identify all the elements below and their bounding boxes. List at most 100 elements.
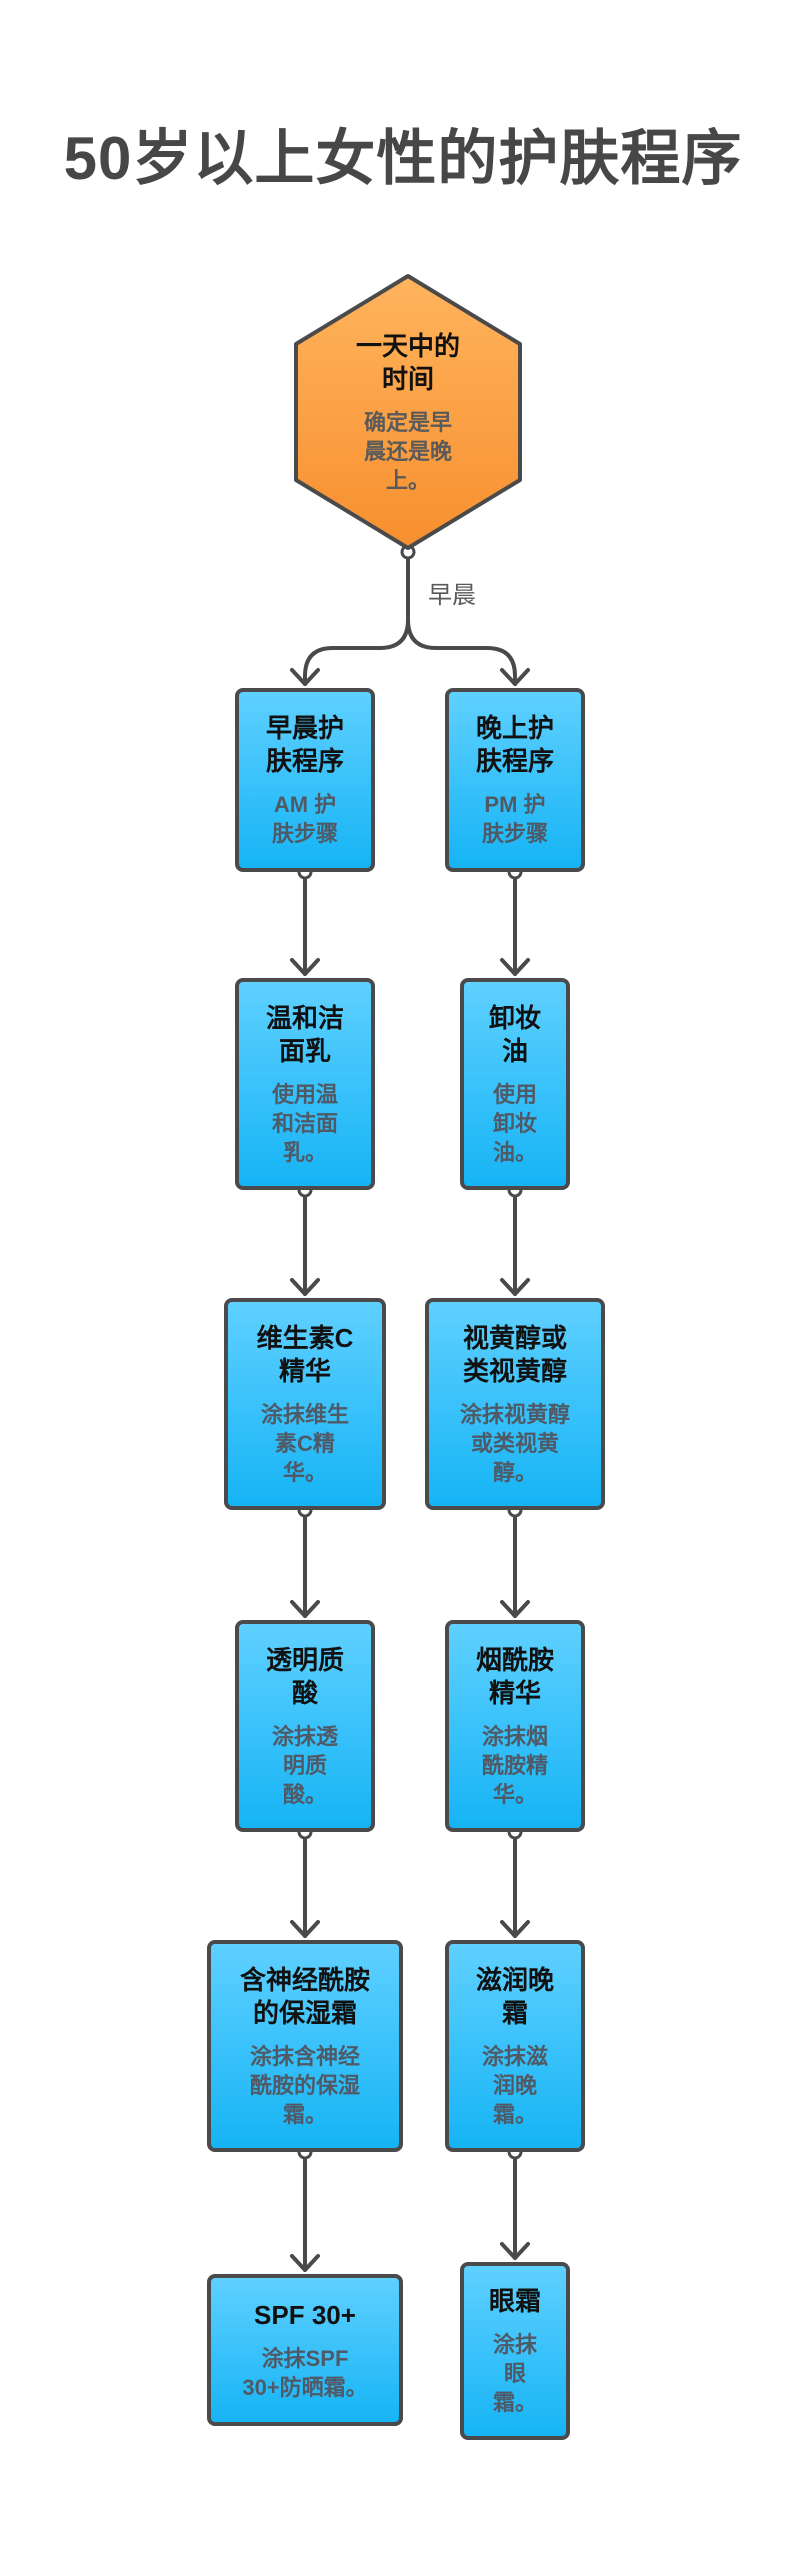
- step-title-line: 酸: [291, 1677, 318, 1708]
- step-title: 温和洁面乳: [266, 1002, 344, 1068]
- arrow-head: [500, 1920, 530, 1938]
- step-title-line: 油: [501, 1035, 528, 1066]
- step-desc-line: 肤步骤: [271, 821, 338, 846]
- pm-step-node[interactable]: 烟酰胺精华涂抹烟酰胺精华。: [445, 1620, 585, 1832]
- arrow-head: [500, 1278, 530, 1296]
- arrow-head: [290, 1600, 320, 1618]
- step-desc-line: 肤步骤: [481, 821, 548, 846]
- step-title-line: 维生素C: [256, 1322, 354, 1353]
- step-desc-line: 涂抹透: [271, 1723, 338, 1749]
- step-desc-line: 涂抹烟: [481, 1723, 548, 1749]
- step-desc-line: 使用温: [271, 1081, 338, 1107]
- am-step-node[interactable]: 含神经酰胺的保湿霜涂抹含神经酰胺的保湿霜。: [207, 1940, 403, 2152]
- step-desc-line: 使用: [492, 1081, 537, 1107]
- step-title: 卸妆油: [489, 1002, 541, 1068]
- step-title-line: SPF 30+: [254, 2299, 356, 2330]
- step-title-line: 肤程序: [475, 746, 554, 776]
- arrow-head: [290, 668, 320, 686]
- step-description: 使用温和洁面乳。: [272, 1080, 338, 1167]
- step-desc-line: 华。: [282, 1459, 327, 1485]
- connector-root-pm: [406, 618, 517, 686]
- step-desc-line: 霜。: [282, 2101, 327, 2127]
- step-title: 含神经酰胺的保湿霜: [240, 1964, 370, 2030]
- step-description: 使用卸妆油。: [493, 1080, 537, 1167]
- step-title: 晚上护肤程序: [476, 712, 554, 778]
- pm-step-node[interactable]: 视黄醇或类视黄醇涂抹视黄醇或类视黄醇。: [425, 1298, 605, 1510]
- step-desc-line: 霜。: [492, 2101, 537, 2127]
- step-desc-line: 和洁面: [271, 1110, 338, 1136]
- step-desc-line: 卸妆: [492, 1110, 537, 1136]
- step-title-line: 类视黄醇: [462, 1355, 567, 1386]
- pm-step-node[interactable]: 眼霜涂抹眼霜。: [460, 2262, 570, 2440]
- step-description: 涂抹视黄醇或类视黄醇。: [460, 1400, 570, 1487]
- step-desc-line: PM 护: [484, 792, 546, 817]
- step-desc-line: 油。: [492, 1139, 537, 1165]
- step-title-line: 早晨护: [265, 713, 344, 743]
- step-title-line: 霜: [501, 1997, 528, 2028]
- arrow-head: [290, 1920, 320, 1938]
- arrow-head: [290, 1278, 320, 1296]
- arrow-head: [500, 1600, 530, 1618]
- step-desc-line: 酸。: [282, 1781, 327, 1807]
- page-title: 50岁以上女性的护肤程序: [63, 125, 743, 192]
- arrow-head: [290, 2254, 320, 2272]
- step-title-line: 卸妆: [488, 1002, 541, 1033]
- am-step-node[interactable]: 透明质酸涂抹透明质酸。: [235, 1620, 375, 1832]
- step-description: 涂抹滋润晚霜。: [482, 2042, 548, 2129]
- step-desc-line: 酰胺的保湿: [249, 2072, 360, 2098]
- step-desc-line: 明质: [282, 1752, 327, 1778]
- step-title-line: 含神经酰胺: [239, 1964, 370, 1995]
- root-desc-line: 晨还是晚: [363, 438, 452, 464]
- pm-step-node[interactable]: 晚上护肤程序 PM 护肤步骤: [445, 688, 585, 872]
- step-desc-line: 涂抹视黄醇: [459, 1401, 570, 1427]
- step-desc-line: 醇。: [492, 1459, 537, 1485]
- step-desc-line: 酰胺精: [481, 1752, 548, 1778]
- root-node-desc: 确定是早 晨还是晚 上。: [364, 408, 452, 495]
- step-title: SPF 30+: [254, 2299, 356, 2332]
- step-description: 涂抹透明质酸。: [272, 1722, 338, 1809]
- root-desc-line: 上。: [385, 467, 430, 493]
- pm-step-node[interactable]: 滋润晚霜涂抹滋润晚霜。: [445, 1940, 585, 2152]
- step-description: AM 护肤步骤: [272, 790, 338, 848]
- root-title-line: 时间: [381, 363, 434, 394]
- step-title-line: 的保湿霜: [252, 1997, 357, 2028]
- step-title-line: 面乳: [278, 1035, 331, 1066]
- arrow-head: [290, 958, 320, 976]
- step-title-line: 精华: [278, 1355, 331, 1386]
- edge-label-morning: 早晨: [428, 582, 476, 609]
- step-description: 涂抹维生素C精华。: [261, 1400, 349, 1487]
- connector-root-am: [303, 550, 410, 686]
- step-description: 涂抹烟酰胺精华。: [482, 1722, 548, 1809]
- step-desc-line: 素C精: [275, 1430, 335, 1456]
- step-title: 眼霜: [489, 2285, 541, 2318]
- step-desc-line: 霜。: [492, 2390, 537, 2415]
- arrow-head: [500, 958, 530, 976]
- root-title-line: 一天中的: [355, 330, 460, 361]
- step-title: 滋润晚霜: [476, 1964, 554, 2030]
- step-desc-line: 眼: [503, 2361, 526, 2386]
- root-node-time-of-day[interactable]: 一天中的 时间 确定是早 晨还是晚 上。: [292, 272, 524, 552]
- step-desc-line: 乳。: [282, 1139, 327, 1165]
- hexagon-shape: [294, 274, 522, 550]
- step-description: 涂抹眼霜。: [493, 2330, 537, 2417]
- step-desc-line: 润晚: [492, 2072, 537, 2098]
- am-step-node[interactable]: SPF 30+ 涂抹SPF 30+防晒霜。: [207, 2274, 403, 2426]
- step-title-line: 精华: [488, 1677, 541, 1708]
- pm-step-node[interactable]: 卸妆油使用卸妆油。: [460, 978, 570, 1190]
- step-title-line: 晚上护: [475, 713, 554, 743]
- step-title-line: 透明质: [265, 1644, 344, 1675]
- step-desc-line: 30+防晒霜。: [242, 2374, 368, 2400]
- step-desc-line: 或类视黄: [470, 1430, 559, 1456]
- step-title-line: 视黄醇或: [462, 1322, 567, 1353]
- step-description: 涂抹含神经酰胺的保湿霜。: [250, 2042, 360, 2129]
- am-step-node[interactable]: 温和洁面乳使用温和洁面乳。: [235, 978, 375, 1190]
- step-title: 烟酰胺精华: [476, 1644, 554, 1710]
- root-node-title: 一天中的 时间: [356, 330, 460, 396]
- step-desc-line: 涂抹含神经: [249, 2043, 360, 2069]
- step-desc-line: 涂抹SPF: [261, 2345, 349, 2371]
- step-title: 透明质酸: [266, 1644, 344, 1710]
- step-title-line: 烟酰胺: [475, 1644, 554, 1675]
- arrow-head: [500, 2242, 530, 2260]
